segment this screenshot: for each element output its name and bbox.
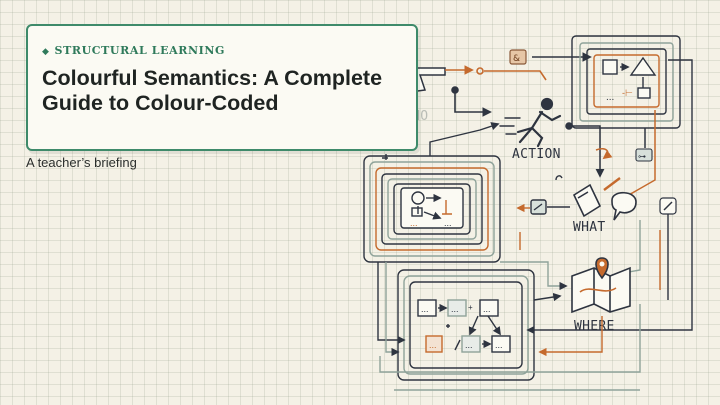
brand-kicker-text: STRUCTURAL LEARNING [54, 44, 226, 57]
chain-link-icon [659, 197, 677, 215]
svg-text:...: ... [421, 304, 429, 314]
svg-text:...: ... [606, 92, 614, 103]
brand-kicker: ◆ STRUCTURAL LEARNING [42, 44, 225, 57]
key-icon: & [509, 49, 527, 65]
left-to-what-connector [516, 175, 570, 250]
bottom-routes [377, 261, 641, 391]
action-connectors [565, 110, 656, 201]
svg-text:&: & [513, 54, 520, 64]
svg-text:...: ... [451, 304, 459, 314]
svg-text:...: ... [465, 340, 473, 350]
what-label: WHAT [573, 220, 606, 235]
nested-box-bottom: ... ... + ... ... ... ... [397, 269, 535, 381]
svg-text:...: ... [410, 218, 418, 228]
svg-text:-⊢: -⊢ [622, 88, 633, 98]
nested-box-top-right: ... -⊢ [571, 35, 681, 129]
svg-text:...: ... [444, 218, 452, 228]
speech-bubble-icon [611, 191, 637, 221]
svg-text:⊶: ⊶ [638, 152, 646, 161]
who-connectors [445, 52, 592, 117]
diamond-icon: ◆ [42, 47, 50, 57]
where-label: WHERE [574, 319, 615, 334]
svg-text:...: ... [483, 304, 491, 314]
link-icon: ⊶ [635, 148, 653, 162]
map-pin-icon [571, 257, 631, 314]
svg-text:...: ... [495, 340, 503, 350]
svg-text:...: ... [429, 340, 437, 350]
svg-text:+: + [468, 303, 473, 312]
title-card: ◆ STRUCTURAL LEARNING Colourful Semantics… [26, 24, 418, 151]
action-label: ACTION [512, 147, 561, 162]
page-subtitle: A teacher’s briefing [26, 155, 137, 170]
book-icon [572, 177, 621, 218]
page-title: Colourful Semantics: A Complete Guide to… [42, 66, 383, 115]
nested-box-left: ... ... [363, 122, 501, 263]
running-person-icon [499, 97, 562, 148]
